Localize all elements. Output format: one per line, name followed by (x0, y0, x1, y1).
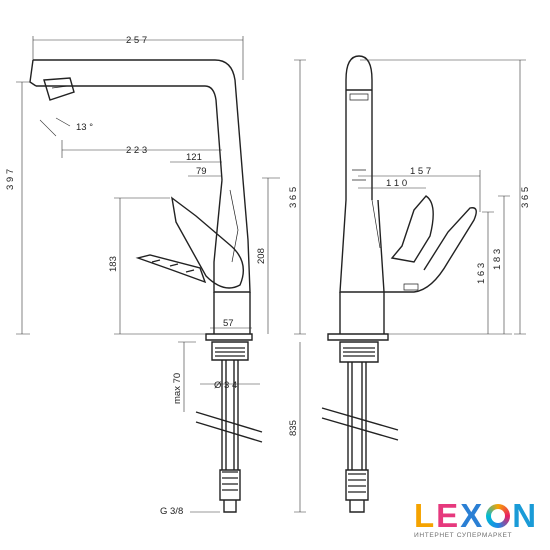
dim-183-left: 183 (108, 256, 119, 272)
dim-397: 3 9 7 (5, 169, 16, 190)
dim-g38: G 3/8 (160, 506, 183, 517)
dim-dia34: Ø 3 4 (214, 380, 237, 391)
left-dimensions: 2 5 7 13 ° 2 2 3 121 79 3 9 7 183 208 3 … (5, 35, 306, 517)
dim-157: 1 5 7 (410, 166, 431, 177)
dim-max70: max 70 (172, 373, 183, 404)
power-icon (486, 504, 511, 528)
dim-79: 79 (196, 166, 207, 177)
dim-223: 2 2 3 (126, 145, 147, 156)
logo-letter-e: E (436, 497, 461, 534)
dim-163: 1 6 3 (476, 263, 487, 284)
dim-208: 208 (256, 248, 267, 264)
logo-letter-n: N (512, 497, 539, 534)
faucet-front-view (321, 55, 477, 513)
dim-121: 121 (186, 152, 202, 163)
logo-tagline: ИНТЕРНЕТ СУПЕРМАРКЕТ (414, 532, 513, 539)
right-dimensions: 1 5 7 1 1 0 1 6 3 1 8 3 3 6 5 (358, 59, 531, 335)
dim-57: 57 (223, 318, 234, 329)
logo-letter-x: X (460, 497, 485, 534)
dim-13-deg: 13 ° (76, 122, 93, 133)
faucet-side-view (29, 59, 263, 513)
dim-365-right: 3 6 5 (520, 187, 531, 208)
dim-183-right: 1 8 3 (492, 249, 503, 270)
logo-letter-l: L (414, 497, 437, 534)
dim-835: 835 (288, 420, 299, 436)
dim-110: 1 1 0 (386, 178, 407, 189)
dim-365-left: 3 6 5 (288, 187, 299, 208)
dim-257: 2 5 7 (126, 35, 147, 46)
